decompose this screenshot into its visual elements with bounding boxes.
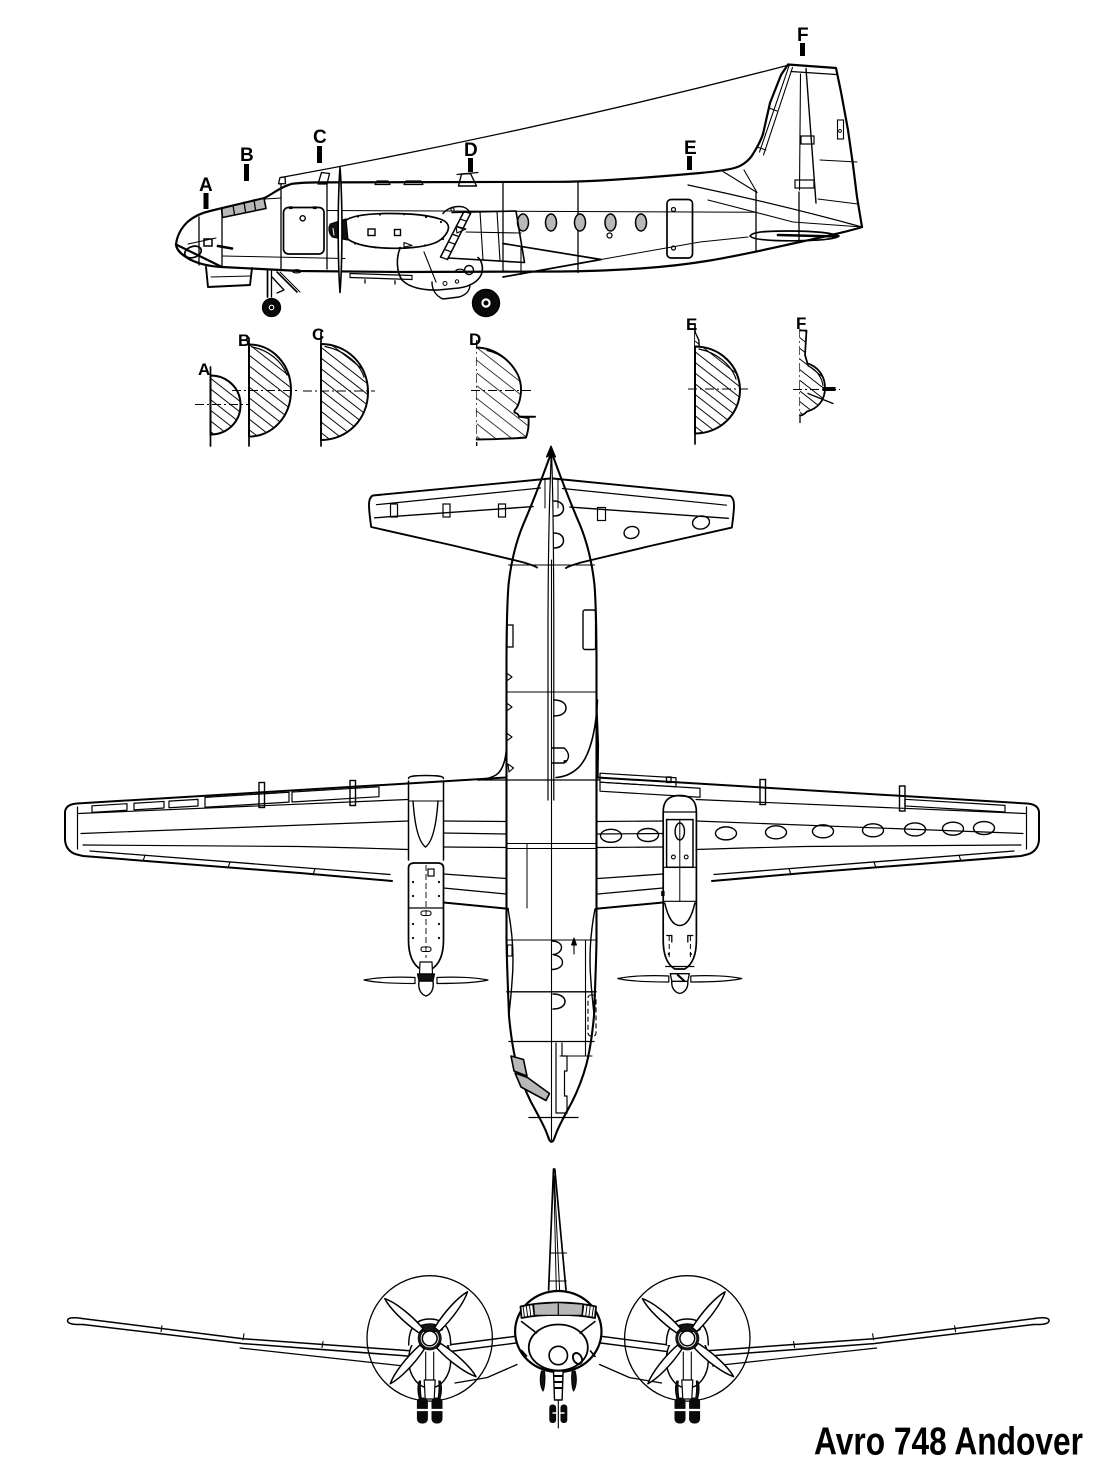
svg-text:F: F [796, 314, 806, 333]
svg-text:E: E [684, 138, 697, 159]
svg-text:D: D [464, 140, 478, 161]
svg-text:F: F [797, 25, 809, 46]
svg-text:B: B [240, 145, 254, 166]
svg-text:C: C [313, 127, 327, 148]
svg-text:A: A [199, 175, 213, 196]
svg-text:Avro 748 Andover: Avro 748 Andover [814, 1421, 1083, 1464]
svg-text:C: C [312, 325, 324, 344]
svg-text:A: A [198, 360, 210, 379]
svg-text:E: E [686, 315, 697, 334]
svg-text:D: D [469, 330, 481, 349]
svg-text:B: B [238, 331, 250, 350]
